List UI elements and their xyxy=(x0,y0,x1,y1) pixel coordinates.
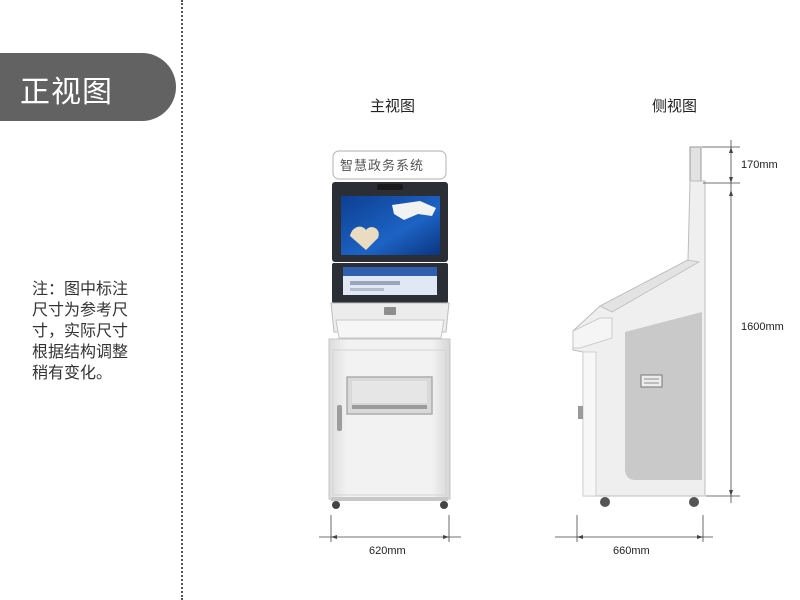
cabinet-door-line xyxy=(332,349,447,496)
dimension-note: 注：图中标注 尺寸为参考尺 寸，实际尺寸 根据结构调整 稍有变化。 xyxy=(32,278,152,383)
front-width-label: 620mm xyxy=(369,545,406,557)
side-grey-panel xyxy=(625,312,702,480)
sign-text: 智慧政务系统 xyxy=(340,159,425,174)
view-title-banner: 正视图 xyxy=(0,53,176,121)
side-wheel-back xyxy=(689,497,699,507)
front-wheel-left xyxy=(332,501,340,509)
note-line: 稍有变化。 xyxy=(32,363,113,382)
note-line: 寸，实际尺寸 xyxy=(32,321,129,340)
side-front-edge xyxy=(582,351,597,497)
door-handle xyxy=(337,405,342,431)
lower-screen-field xyxy=(350,281,400,285)
front-view-label: 主视图 xyxy=(370,97,416,115)
side-view-label: 侧视图 xyxy=(652,97,698,115)
island-shape xyxy=(392,201,436,220)
side-wheel-front xyxy=(600,497,610,507)
card-slot xyxy=(384,307,396,315)
side-height-label: 1600mm xyxy=(741,321,784,333)
side-handle xyxy=(640,374,663,388)
note-line: 根据结构调整 xyxy=(32,342,129,361)
front-cabinet xyxy=(328,338,451,500)
side-view xyxy=(555,140,740,542)
side-top-label: 170mm xyxy=(741,159,778,171)
side-depth-label: 660mm xyxy=(613,545,650,557)
note-line: 注：图中标注 xyxy=(32,279,129,298)
heart-island xyxy=(350,226,379,250)
lower-screen-banner xyxy=(343,267,437,276)
lower-screen-field xyxy=(350,288,384,291)
side-latch xyxy=(578,406,583,419)
front-wheel-right xyxy=(440,501,448,509)
printer-window-inner xyxy=(352,381,427,403)
front-view xyxy=(319,150,461,542)
sign-board xyxy=(332,150,447,180)
shelf-tray xyxy=(335,319,445,339)
printer-slot xyxy=(352,405,427,409)
vertical-divider xyxy=(181,0,183,600)
side-shelf xyxy=(572,317,613,349)
side-slope-panel xyxy=(599,259,701,313)
side-sign-mast xyxy=(689,146,702,182)
camera-bar xyxy=(377,184,403,190)
note-line: 尺寸为参考尺 xyxy=(32,300,129,319)
front-base xyxy=(331,497,448,501)
view-title: 正视图 xyxy=(20,75,113,110)
